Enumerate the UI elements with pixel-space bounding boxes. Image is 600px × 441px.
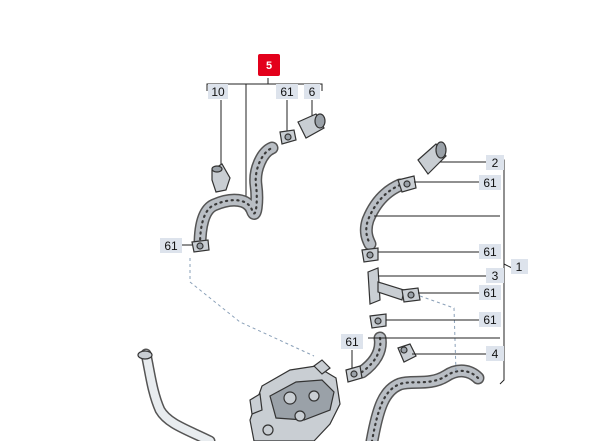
callout-right-61c[interactable]: 61 [479, 285, 501, 300]
callout-mid-61-label: 61 [345, 335, 359, 349]
part-2-connector[interactable] [417, 141, 447, 175]
callout-right-61d-label: 61 [483, 313, 497, 327]
callout-10[interactable]: 10 [208, 84, 228, 99]
part-3-tpiece[interactable] [367, 267, 405, 305]
callout-6[interactable]: 6 [304, 84, 320, 99]
part-top-61-clamp[interactable] [279, 129, 297, 145]
group-bracket [206, 78, 323, 91]
callout-right-61d[interactable]: 61 [479, 312, 501, 327]
callout-right-61b-label: 61 [483, 245, 497, 259]
thermostat-housing[interactable] [249, 359, 341, 441]
group-badge-5[interactable]: 5 [258, 54, 280, 76]
callout-6-label: 6 [309, 85, 316, 99]
part-4-fitting[interactable] [397, 343, 417, 363]
callout-right-61a-label: 61 [483, 176, 497, 190]
right-hose-upper[interactable] [359, 178, 407, 251]
callout-mid-61[interactable]: 61 [341, 334, 363, 349]
dashed-connection-left [189, 258, 315, 357]
dashed-connection-right [419, 295, 457, 373]
right-bracket-tick [503, 263, 513, 269]
callout-right-61a[interactable]: 61 [479, 175, 501, 190]
callout-left-61[interactable]: 61 [160, 238, 182, 253]
callout-1-label: 1 [516, 260, 523, 274]
lower-right-hose[interactable] [365, 364, 485, 441]
callout-left-61-label: 61 [164, 239, 178, 253]
callout-top-61[interactable]: 61 [276, 84, 298, 99]
callout-3[interactable]: 3 [486, 268, 504, 283]
callout-4[interactable]: 4 [486, 346, 504, 361]
callout-4-label: 4 [492, 347, 499, 361]
lower-left-pipe[interactable] [137, 348, 216, 441]
callout-top-61-label: 61 [280, 85, 294, 99]
part-left-61-clamp[interactable] [191, 239, 210, 253]
callout-10-label: 10 [211, 85, 225, 99]
part-6-connector[interactable] [297, 113, 326, 139]
upper-left-hose[interactable] [193, 141, 279, 252]
part-right-61d-clamp[interactable] [369, 313, 387, 329]
right-hose-mid[interactable] [355, 331, 387, 379]
part-mid-61-clamp[interactable] [345, 365, 363, 383]
callout-1[interactable]: 1 [511, 259, 528, 274]
callout-2-label: 2 [492, 156, 499, 170]
callout-3-label: 3 [492, 269, 499, 283]
part-10-fitting[interactable] [211, 163, 231, 193]
callout-right-61b[interactable]: 61 [479, 244, 501, 259]
callout-right-61c-label: 61 [483, 286, 497, 300]
callout-2[interactable]: 2 [486, 155, 504, 170]
part-right-61c-clamp[interactable] [401, 287, 421, 303]
part-right-61b-clamp[interactable] [361, 247, 379, 263]
part-right-61a-clamp[interactable] [397, 175, 417, 193]
group-badge-label: 5 [266, 60, 272, 72]
